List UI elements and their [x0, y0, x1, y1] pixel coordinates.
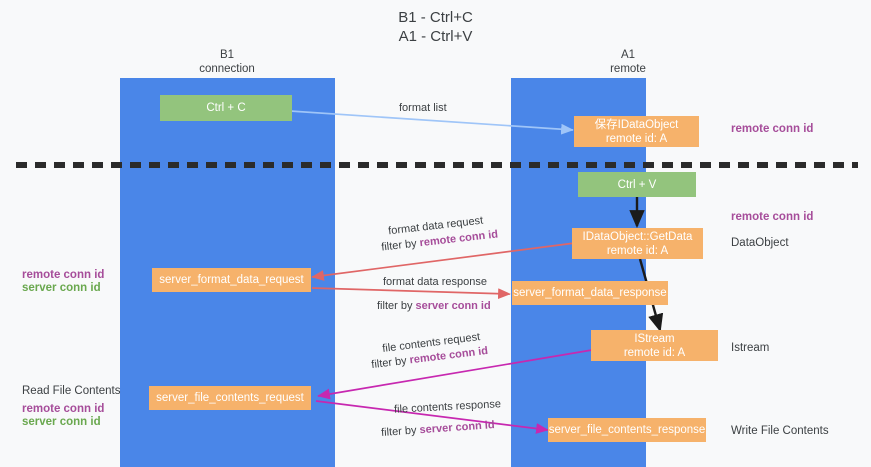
node-server-format-data-response[interactable]: server_format_data_response: [512, 281, 668, 305]
filter-prefix: filter by: [377, 300, 416, 312]
filter-prefix: filter by: [370, 354, 411, 372]
lane-header-b1: B1 connection: [147, 48, 307, 76]
edge-label-file-contents-response: file contents response: [394, 397, 502, 417]
page-title: B1 - Ctrl+C A1 - Ctrl+V: [0, 8, 871, 46]
filter-prefix: filter by: [380, 237, 421, 254]
annotation-istream: Istream: [731, 342, 770, 354]
node-getdata-line2: remote id: A: [606, 244, 669, 257]
node-server-format-data-response-label: server_format_data_response: [513, 287, 667, 299]
node-getdata-line1: IDataObject::GetData: [582, 230, 693, 243]
node-ctrl-c[interactable]: Ctrl + C: [160, 95, 292, 121]
filter-key-server-conn-id: server conn id: [419, 419, 495, 437]
annotation-read-file-contents: Read File Contents: [22, 385, 121, 397]
edge-label-file-contents-response-filter: filter by server conn id: [381, 418, 495, 440]
node-server-file-contents-response-label: server_file_contents_response: [548, 424, 706, 436]
annotation-remote-conn-id-mid: remote conn id: [731, 211, 814, 223]
filter-key-server-conn-id: server conn id: [415, 300, 491, 312]
lane-header-b1-name: B1: [219, 49, 235, 61]
node-save-idataobject-line2: remote id: A: [605, 132, 668, 145]
node-server-file-contents-request[interactable]: server_file_contents_request: [149, 386, 311, 410]
node-save-idataobject[interactable]: 保存IDataObject remote id: A: [574, 116, 699, 147]
edge-label-format-data-response: format data response: [383, 275, 487, 289]
edge-label-format-data-response-text: format data response: [383, 276, 487, 288]
node-server-file-contents-request-label: server_file_contents_request: [156, 392, 304, 404]
node-ctrl-v[interactable]: Ctrl + V: [578, 172, 696, 197]
node-server-format-data-request-label: server_format_data_request: [159, 274, 304, 286]
annotation-left-server-conn-id-mid: server conn id: [22, 282, 101, 294]
node-ctrl-v-label: Ctrl + V: [617, 178, 657, 191]
node-save-idataobject-line1: 保存IDataObject: [594, 118, 679, 131]
node-server-format-data-request[interactable]: server_format_data_request: [152, 268, 311, 292]
edge-label-format-list: format list: [399, 101, 447, 115]
edge-label-file-contents-response-text: file contents response: [393, 398, 502, 416]
annotation-left-remote-conn-id-mid: remote conn id: [22, 269, 105, 281]
node-istream-line2: remote id: A: [623, 346, 686, 359]
lane-header-b1-sublabel: connection: [199, 63, 255, 75]
annotation-remote-conn-id-top: remote conn id: [731, 123, 814, 135]
annotation-left-server-conn-id-bottom: server conn id: [22, 416, 101, 428]
annotation-dataobject: DataObject: [731, 237, 789, 249]
lane-header-a1: A1 remote: [548, 48, 708, 76]
annotation-write-file-contents: Write File Contents: [731, 425, 829, 437]
title-line-1: B1 - Ctrl+C: [398, 9, 473, 26]
lane-header-a1-sublabel: remote: [610, 63, 646, 75]
annotation-left-remote-conn-id-bottom: remote conn id: [22, 403, 105, 415]
node-ctrl-c-label: Ctrl + C: [206, 102, 246, 114]
node-idataobject-getdata[interactable]: IDataObject::GetData remote id: A: [572, 228, 703, 259]
node-istream[interactable]: IStream remote id: A: [591, 330, 718, 361]
lane-header-a1-name: A1: [620, 49, 636, 61]
title-line-2: A1 - Ctrl+V: [398, 28, 473, 45]
node-istream-line1: IStream: [634, 332, 675, 345]
filter-prefix: filter by: [380, 424, 420, 439]
edge-label-format-list-text: format list: [399, 102, 447, 114]
edge-label-format-data-response-filter: filter by server conn id: [377, 299, 491, 313]
node-server-file-contents-response[interactable]: server_file_contents_response: [548, 418, 706, 442]
